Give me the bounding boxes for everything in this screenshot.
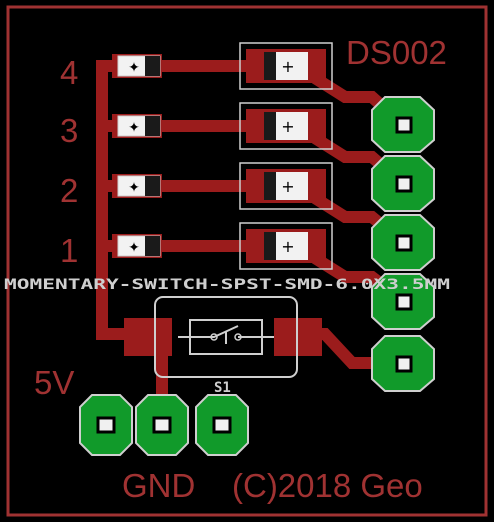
svg-text:✦: ✦: [128, 60, 140, 76]
svg-text:✦: ✦: [128, 240, 140, 256]
trace-left-bus: [96, 60, 141, 340]
designator-label: DS002: [346, 34, 447, 71]
voltage-label: 5V: [34, 364, 74, 401]
right-header: [371, 96, 435, 392]
bottom-pad-3: [195, 394, 249, 456]
smd-part-1: +: [239, 222, 333, 270]
large-smd-parts: + + + +: [239, 42, 333, 270]
diode-3: ✦: [112, 114, 162, 138]
diode-1: ✦: [112, 234, 162, 258]
bottom-header: [79, 394, 249, 456]
header-pad-4: [371, 273, 435, 330]
small-diodes: ✦ ✦ ✦ ✦: [112, 54, 162, 258]
header-pad-3: [371, 214, 435, 271]
smd-part-2: +: [239, 162, 333, 210]
switch-ref-label: S1: [214, 380, 231, 396]
row-label-3: 3: [60, 112, 78, 149]
svg-text:+: +: [281, 237, 294, 256]
svg-text:+: +: [281, 177, 294, 196]
momentary-switch: [124, 296, 322, 378]
svg-text:✦: ✦: [128, 120, 140, 136]
smd-part-4: +: [239, 42, 333, 90]
header-pad-5: [371, 335, 435, 392]
row-label-4: 4: [60, 54, 78, 91]
board-outline: [6, 5, 488, 517]
row-label-2: 2: [60, 172, 78, 209]
diode-2: ✦: [112, 174, 162, 198]
bottom-pad-2: [135, 394, 189, 456]
header-pad-2: [371, 155, 435, 212]
svg-text:✦: ✦: [128, 180, 140, 196]
header-pad-1: [371, 96, 435, 153]
svg-text:+: +: [281, 117, 294, 136]
bottom-pad-1: [79, 394, 133, 456]
ground-label: GND: [122, 467, 195, 504]
copyright-label: (C)2018 Geo: [232, 467, 423, 504]
svg-text:+: +: [281, 57, 294, 76]
diode-4: ✦: [112, 54, 162, 78]
smd-part-3: +: [239, 102, 333, 150]
row-label-1: 1: [60, 232, 78, 269]
switch-part-label: MOMENTARY-SWITCH-SPST-SMD-6.0X3.5MM: [4, 277, 450, 293]
